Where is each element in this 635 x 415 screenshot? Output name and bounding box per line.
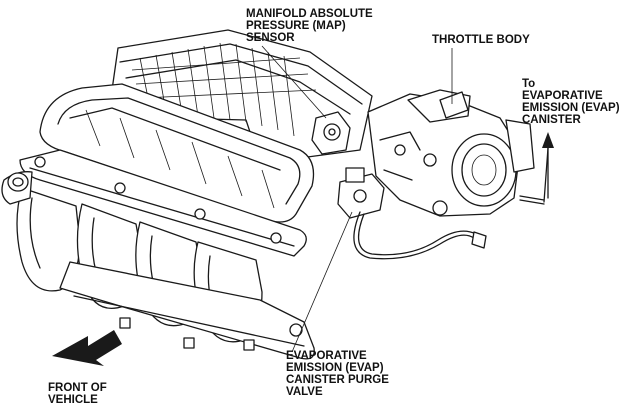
runner-cover [39,83,315,223]
leader-lines [261,45,453,353]
throttle-body [367,89,535,217]
evap-hose [353,147,549,260]
throttle-body-label: THROTTLE BODY [432,34,530,46]
arrow-down-left-icon [52,330,122,366]
map-sensor [311,111,351,155]
purge-valve-label: EVAPORATIVE EMISSION (EVAP) CANISTER PUR… [286,350,389,398]
front-of-vehicle-label: FRONT OF VEHICLE [48,382,107,406]
mounting-flange [19,149,307,257]
plenum-ribs [131,42,317,137]
left-inlet-tube [1,171,33,205]
arrow-up-icon [542,132,554,148]
canister-arrow [542,132,554,199]
lower-flange [59,261,315,360]
map-sensor-label: MANIFOLD ABSOLUTE PRESSURE (MAP) SENSOR [246,8,373,44]
front-arrow [52,330,122,366]
evap-purge-valve [337,167,385,219]
map-sensor-leader [261,45,327,119]
purge-valve-leader [291,211,353,353]
evap-canister-label: To EVAPORATIVE EMISSION (EVAP) CANISTER [522,78,620,126]
